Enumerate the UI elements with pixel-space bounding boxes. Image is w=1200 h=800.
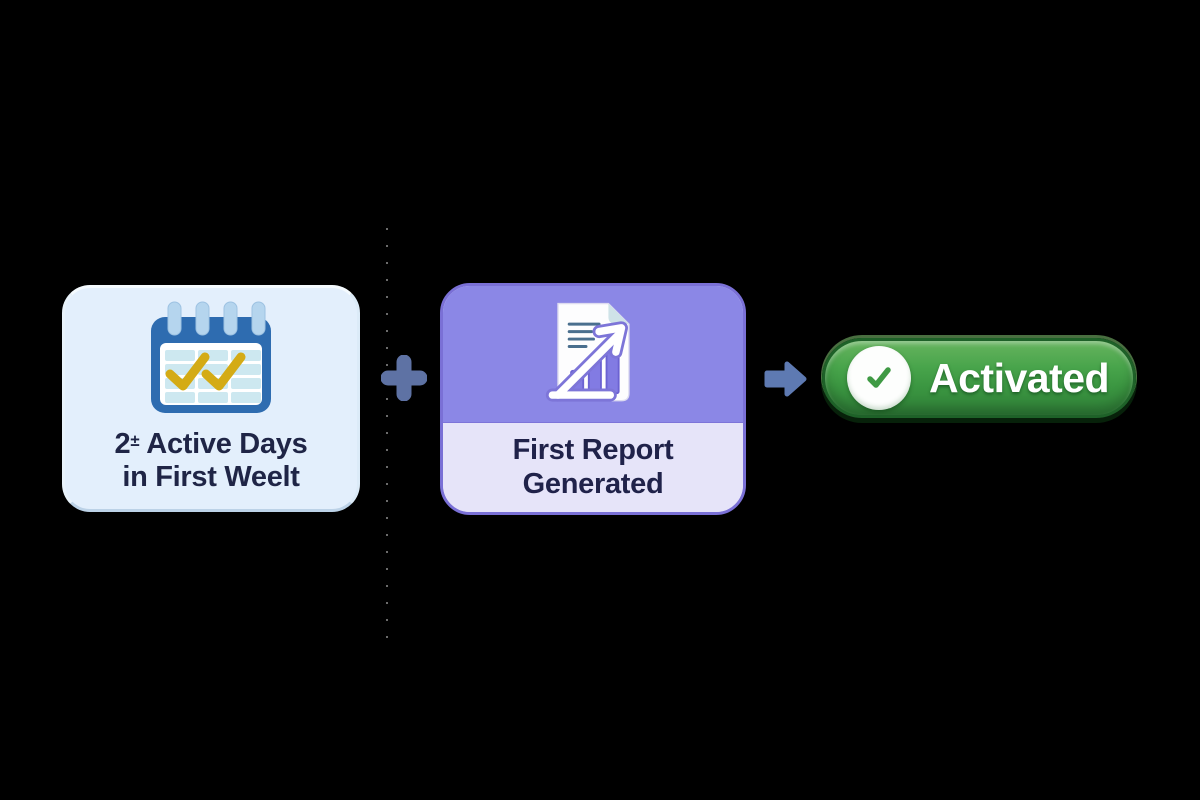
arrow-right-icon: [761, 357, 809, 401]
dotted-divider-line: [386, 228, 388, 646]
active-days-line1: 2± Active Days: [114, 428, 308, 460]
check-icon: [847, 346, 911, 410]
active-days-line2: in First Weelt: [122, 461, 300, 494]
calendar-icon: [145, 301, 277, 419]
active-days-label: 2± Active Days in First Weelt: [115, 428, 308, 494]
first-report-line2: Generated: [522, 467, 664, 500]
first-report-card-header: [443, 286, 743, 423]
report-chart-icon: [530, 297, 656, 411]
activated-button[interactable]: Activated: [822, 338, 1136, 418]
plus-icon: [380, 354, 428, 402]
activated-button-label: Activated: [929, 354, 1110, 401]
active-days-card: 2± Active Days in First Weelt: [62, 285, 360, 512]
plus-superscript: ±: [130, 431, 140, 450]
first-report-card-body: First Report Generated: [443, 423, 743, 512]
first-report-card: First Report Generated: [440, 283, 746, 515]
first-report-line1: First Report: [512, 434, 674, 467]
first-report-label: First Report Generated: [513, 434, 674, 500]
